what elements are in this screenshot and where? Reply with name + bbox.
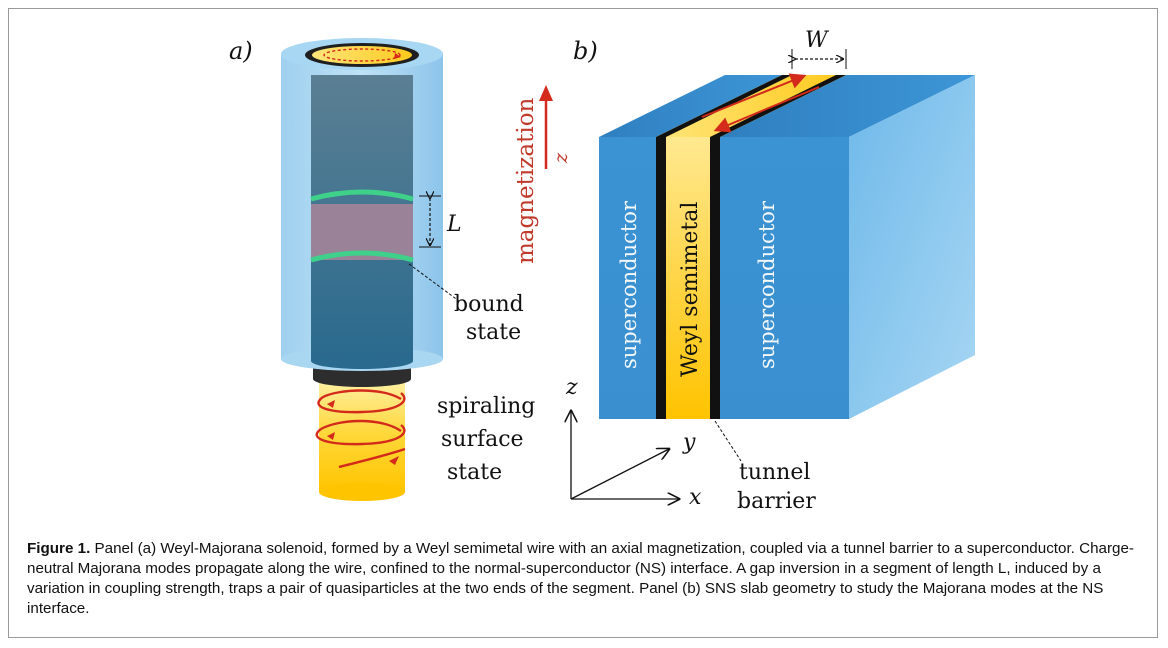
slab-side: [849, 75, 975, 419]
tunnel-barrier-right: [710, 137, 720, 419]
right-slab-label: superconductor: [755, 200, 779, 369]
surface-state-label-1: spiraling: [437, 394, 535, 419]
axis-z-label: z: [565, 375, 578, 400]
surface-state-label-3: state: [447, 460, 502, 485]
tunnel-barrier-label-2: barrier: [737, 489, 816, 514]
magnetization-arrow: [539, 85, 553, 169]
coordinate-axes: [571, 411, 679, 499]
weyl-semimetal-slab: [656, 137, 720, 419]
right-superconductor: [720, 137, 849, 419]
axis-y-label: y: [682, 430, 696, 455]
gap-inversion-segment: [310, 189, 414, 263]
center-slab-label: Weyl semimetal: [678, 202, 703, 377]
length-indicator: [419, 196, 441, 248]
surface-state-label-2: surface: [441, 427, 524, 452]
bound-state-label-1: bound: [454, 292, 524, 317]
magnetization-label: magnetization: [513, 97, 539, 264]
spiral-surface-state: [315, 389, 406, 469]
tunnel-barrier-left: [656, 137, 666, 419]
figure-number: Figure 1.: [27, 540, 91, 557]
left-slab-label: superconductor: [617, 200, 641, 369]
left-superconductor: [599, 137, 656, 419]
slab-top: [599, 73, 975, 137]
tunnel-barrier-label-1: tunnel: [739, 460, 810, 485]
bound-state-label-2: state: [466, 320, 521, 345]
width-indicator: [792, 49, 847, 69]
bound-state-leader: [408, 263, 460, 302]
panel-b-label: b): [573, 37, 598, 65]
figure-frame: a) L: [8, 8, 1158, 638]
panel-a-label: a): [229, 37, 253, 65]
figure-illustration: a) L: [229, 28, 975, 514]
width-label: W: [805, 28, 830, 53]
figure-caption: Figure 1. Panel (a) Weyl-Majorana soleno…: [27, 539, 1139, 619]
magnetization-axis: z: [550, 152, 572, 164]
tunnel-barrier-leader: [714, 420, 742, 462]
length-label: L: [446, 212, 462, 237]
cylinder-top: [281, 38, 443, 70]
axis-x-label: x: [689, 485, 702, 510]
caption-text: Panel (a) Weyl-Majorana solenoid, formed…: [27, 540, 1134, 617]
